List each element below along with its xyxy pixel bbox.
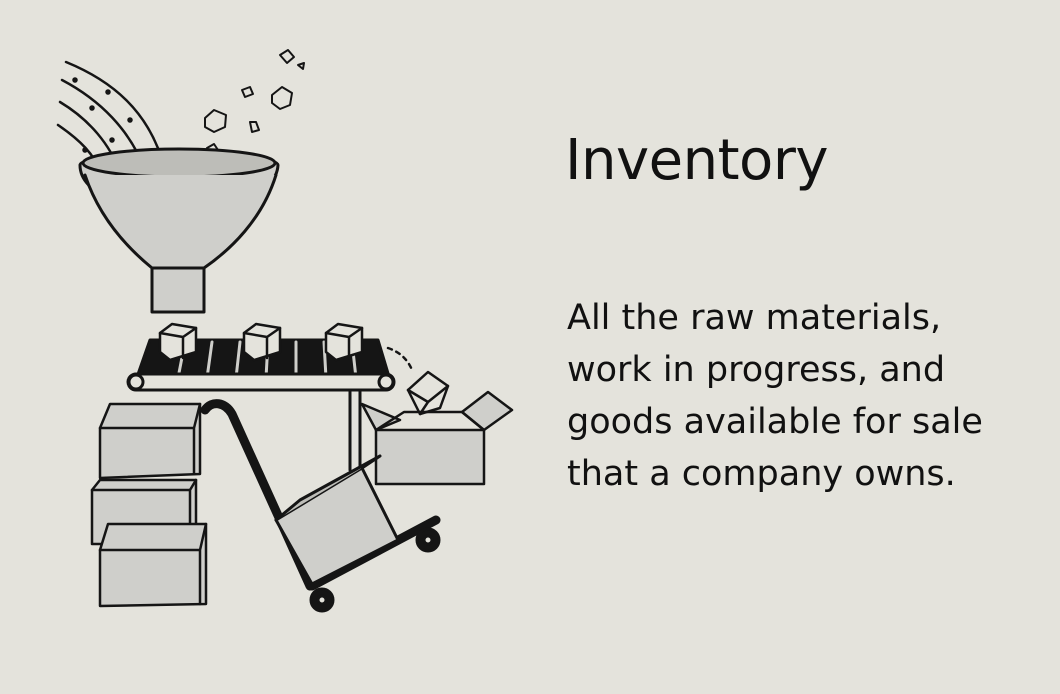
- definition-line: All the raw materials,: [567, 298, 942, 338]
- inventory-illustration: [56, 49, 514, 613]
- open-box-icon: [360, 390, 514, 486]
- funnel-icon: [78, 147, 280, 314]
- falling-box-icon: [386, 346, 450, 416]
- page-title: Inventory: [565, 128, 828, 193]
- hand-truck-icon: [200, 399, 441, 613]
- definition-line: that a company owns.: [567, 454, 956, 494]
- definition-text: All the raw materials, work in progress,…: [567, 292, 1027, 500]
- definition-line: goods available for sale: [567, 402, 983, 442]
- stacked-boxes-icon: [90, 402, 208, 608]
- box-icon: [158, 322, 364, 362]
- definition-line: work in progress, and: [567, 350, 946, 390]
